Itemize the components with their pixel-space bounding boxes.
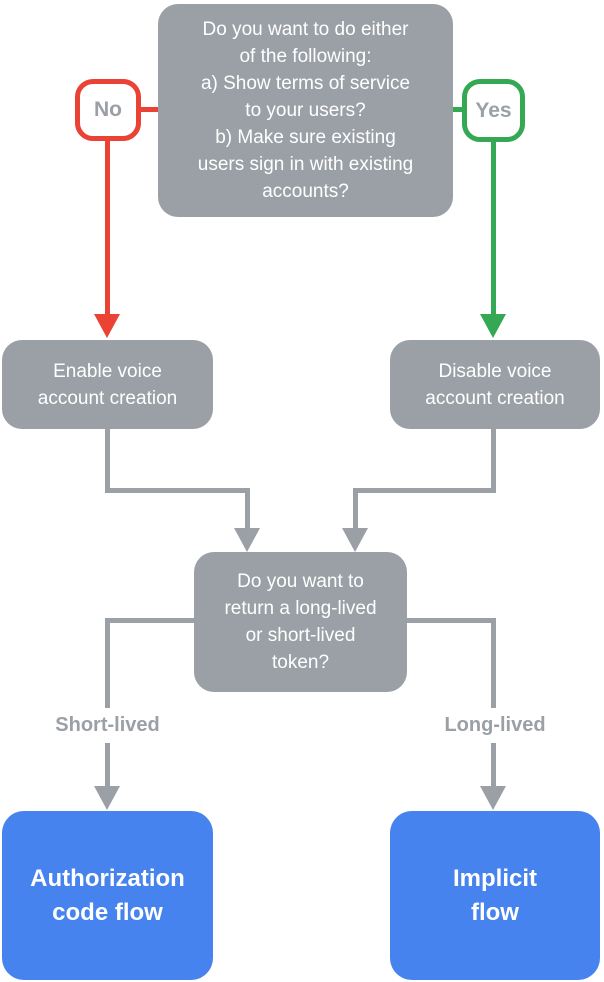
connector-disable-down — [491, 428, 496, 493]
long-lived-label-text: Long-lived — [444, 714, 546, 736]
short-lived-label-text: Short-lived — [55, 714, 160, 736]
shortlived-arrowhead-icon — [94, 786, 120, 810]
connector-disable-drop — [353, 488, 358, 529]
connector-no-vertical — [105, 139, 110, 315]
short-lived-edge-label: Short-lived — [22, 708, 193, 743]
yes-branch-arrowhead-icon — [480, 314, 506, 338]
connector-yes-vertical — [491, 140, 496, 315]
no-pill-label: No — [94, 98, 122, 121]
enable-voice-account-node: Enable voice account creation — [2, 340, 213, 429]
disable-voice-account-node: Disable voice account creation — [390, 340, 600, 429]
yes-pill-label: Yes — [475, 98, 512, 122]
connector-longlived-across — [405, 618, 495, 623]
yes-pill: Yes — [462, 79, 525, 142]
connector-enable-across — [105, 488, 250, 493]
authorization-code-flow-node: Authorization code flow — [2, 811, 213, 980]
long-lived-edge-label: Long-lived — [410, 708, 580, 743]
disable-branch-arrowhead-icon — [342, 528, 368, 552]
connector-shortlived-vertical — [105, 618, 110, 786]
connector-no-to-question — [139, 107, 159, 112]
connector-enable-down — [105, 428, 110, 493]
enable-branch-arrowhead-icon — [234, 528, 260, 552]
token-question-node: Do you want to return a long-lived or sh… — [194, 552, 407, 692]
connector-disable-across — [353, 488, 496, 493]
longlived-arrowhead-icon — [480, 786, 506, 810]
connector-shortlived-across — [105, 618, 195, 623]
no-pill: No — [75, 79, 141, 141]
connector-yes-to-question — [451, 107, 464, 112]
connector-enable-drop — [245, 488, 250, 529]
implicit-flow-node: Implicit flow — [390, 811, 600, 980]
connector-longlived-vertical — [491, 618, 496, 786]
top-question-node: Do you want to do either of the followin… — [158, 4, 453, 217]
no-branch-arrowhead-icon — [94, 314, 120, 338]
